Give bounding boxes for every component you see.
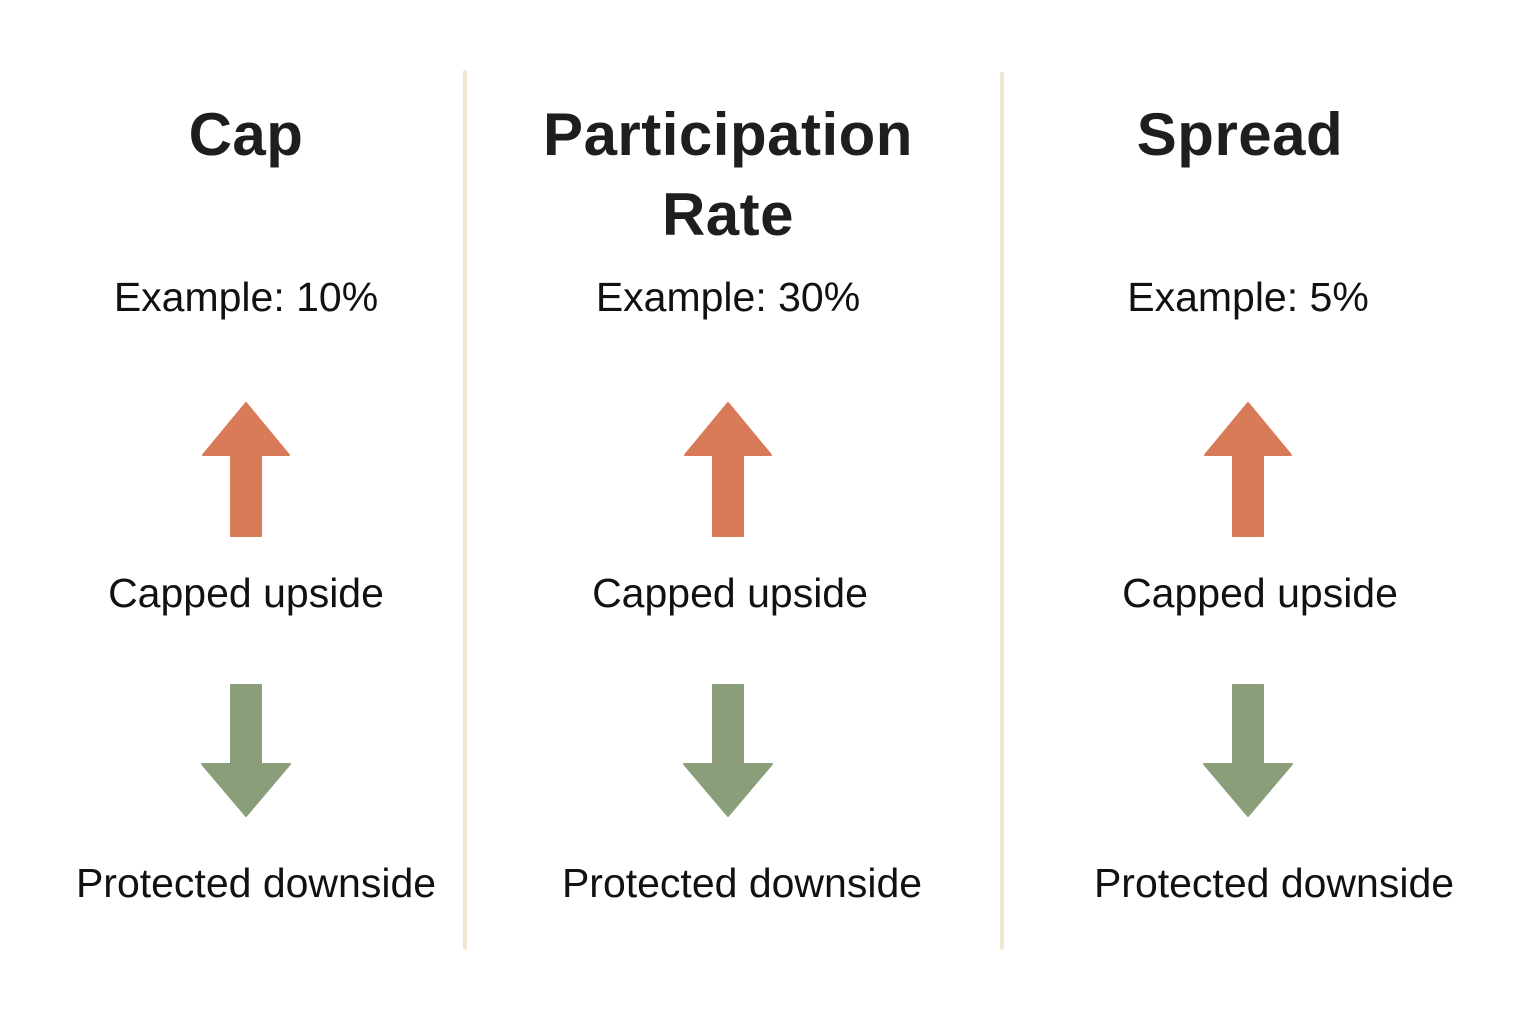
example-value: Example: 5%: [1127, 274, 1369, 320]
arrow-up-icon: [1204, 402, 1292, 537]
column-cap: Cap Example: 10% Capped upside Protected…: [46, 0, 446, 1024]
column-title-line1: Participation: [543, 101, 913, 168]
column-participation-rate: Participation Rate Example: 30% Capped u…: [528, 0, 928, 1024]
upside-label: Capped upside: [108, 570, 384, 616]
arrow-down-icon: [201, 684, 291, 817]
column-title-line2: Rate: [661, 181, 795, 248]
arrow-up-icon: [202, 402, 290, 537]
example-value: Example: 30%: [595, 274, 861, 320]
upside-label: Capped upside: [1122, 570, 1398, 616]
upside-label: Capped upside: [592, 570, 868, 616]
downside-label: Protected downside: [561, 860, 923, 906]
arrow-down-icon: [683, 684, 773, 817]
downside-label: Protected downside: [75, 860, 437, 906]
column-divider-2: [1000, 72, 1004, 950]
example-value: Example: 10%: [113, 274, 379, 320]
arrow-up-icon: [684, 402, 772, 537]
column-title: Cap: [188, 101, 304, 168]
column-title: Spread: [1136, 101, 1344, 168]
downside-label: Protected downside: [1093, 860, 1455, 906]
arrow-down-icon: [1203, 684, 1293, 817]
column-divider-1: [463, 70, 467, 950]
column-spread: Spread Example: 5% Capped upside Protect…: [1048, 0, 1454, 1024]
